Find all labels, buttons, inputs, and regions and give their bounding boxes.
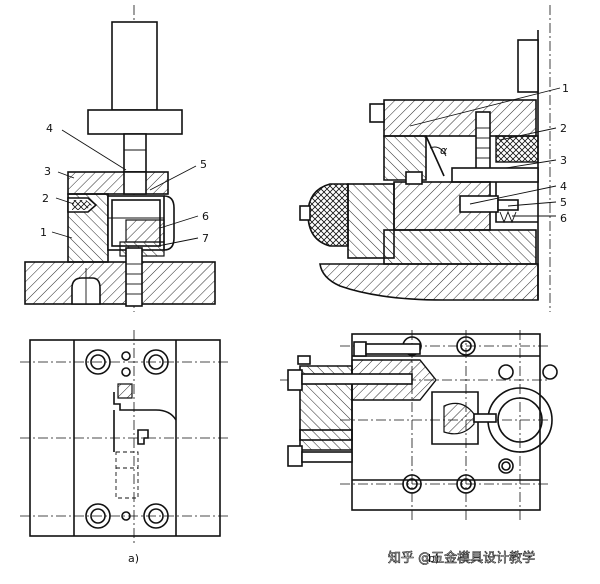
bolt-hole-icon [456, 336, 476, 356]
part-label-5: 5 [200, 158, 207, 171]
part-label-2: 2 [42, 192, 49, 205]
part-label-b1: 1 [562, 82, 569, 95]
screw-long [301, 373, 413, 385]
watermark-text: 知乎 @五金模具设计教学 [388, 550, 535, 566]
bolt-hole-icon [85, 349, 111, 375]
punch-shank [111, 21, 158, 111]
punch-body [123, 133, 147, 173]
bolt-hole-icon [456, 474, 476, 494]
stripper-plate [67, 171, 169, 195]
knob [307, 183, 349, 247]
bolt [475, 111, 491, 175]
lower-die [383, 229, 537, 265]
part-label-3: 3 [44, 165, 51, 178]
figure-b-section-view [299, 5, 561, 312]
figure-a-caption: a) [128, 552, 139, 565]
bolt-hole-icon [402, 474, 422, 494]
die-profile [113, 392, 177, 421]
die-insert [125, 219, 165, 243]
figure-a-plan-view [20, 330, 230, 545]
figure-b-caption: b) [428, 552, 439, 565]
bolt-hole-icon [85, 503, 111, 529]
part-label-b5: 5 [560, 196, 567, 209]
bolt-hole-icon [143, 349, 169, 375]
bolt-hole-icon [143, 503, 169, 529]
base-plate [24, 261, 216, 305]
part-label-b3: 3 [560, 154, 567, 167]
base-plate-b [319, 263, 539, 301]
part-label-b2: 2 [560, 122, 567, 135]
angle-alpha-label: α [440, 144, 448, 157]
punch-flange [87, 109, 183, 135]
part-label-b4: 4 [560, 180, 567, 193]
part-label-4: 4 [46, 122, 53, 135]
side-slider [299, 365, 353, 451]
part-label-7: 7 [202, 232, 209, 245]
figure-a-section-view [24, 5, 216, 312]
part-label-6: 6 [202, 210, 209, 223]
ejector-rod [125, 247, 143, 307]
upper-holder [383, 99, 537, 137]
part-label-1: 1 [40, 226, 47, 239]
part-label-b6: 6 [560, 212, 567, 225]
figure-b-plan-view [280, 330, 558, 520]
